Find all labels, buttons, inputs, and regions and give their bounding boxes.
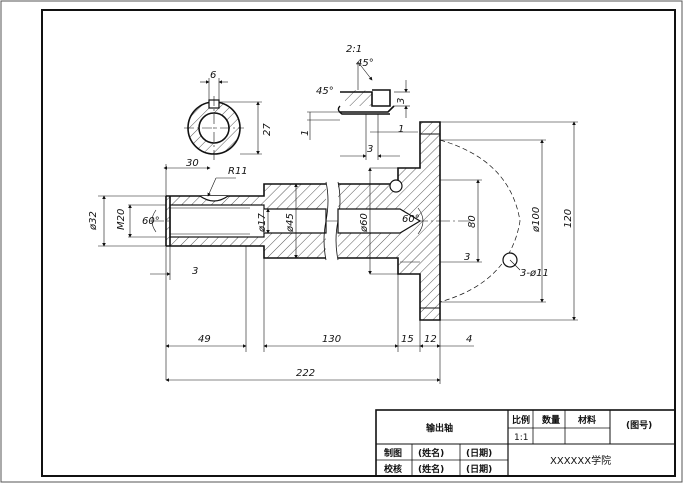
drawing-number: (图号) xyxy=(626,420,652,431)
part-name: 输出轴 xyxy=(426,422,453,434)
school-name: XXXXXX学院 xyxy=(550,454,611,467)
dim-detail-angle-left: 45° xyxy=(316,86,334,97)
dim-angle-60-right: 60° xyxy=(402,214,420,225)
dim-d45: ø45 xyxy=(285,213,296,233)
scale-value: 1:1 xyxy=(514,433,528,443)
dim-d32: ø32 xyxy=(88,211,99,231)
dim-len-80: 80 xyxy=(467,215,478,228)
dim-len-30: 30 xyxy=(186,158,199,169)
material-label: 材料 xyxy=(577,414,596,426)
checked-by-label: 校核 xyxy=(384,463,402,475)
dim-d17: ø17 xyxy=(257,213,268,233)
length-dims xyxy=(165,246,474,384)
drawn-name: (姓名) xyxy=(418,447,444,459)
dim-keyway-depth: 27 xyxy=(262,123,273,136)
keyway-section-view xyxy=(184,78,262,160)
dim-d60: ø60 xyxy=(359,213,370,233)
dim-m20: M20 xyxy=(116,209,127,230)
drawn-by-label: 制图 xyxy=(384,447,402,459)
dim-keyway-width: 6 xyxy=(210,70,216,81)
dim-len-12: 12 xyxy=(424,334,437,345)
dim-d100: ø100 xyxy=(531,207,542,233)
dim-detail-offset-right: 1 xyxy=(398,124,404,135)
dim-d120: 120 xyxy=(563,209,574,228)
left-diameter-dims xyxy=(98,164,236,247)
dim-detail-offset-left: 1 xyxy=(300,130,311,136)
dim-r11: R11 xyxy=(228,166,248,177)
dim-detail-depth: 3 xyxy=(396,98,407,104)
dim-gap-right: 3 xyxy=(464,252,470,263)
inner-frame xyxy=(41,9,676,477)
dim-detail-angle-top: 45° xyxy=(356,58,374,69)
gap-dims xyxy=(150,246,420,380)
checked-name: (姓名) xyxy=(418,463,444,475)
drawn-date: (日期) xyxy=(466,447,492,459)
dim-holes: 3-ø11 xyxy=(520,268,549,279)
scale-label: 比例 xyxy=(512,414,530,426)
shaft-main-view xyxy=(150,121,521,321)
groove-detail-view xyxy=(307,61,418,160)
dim-len-49: 49 xyxy=(198,334,211,345)
dim-len-222: 222 xyxy=(296,368,315,379)
dim-detail-width: 3 xyxy=(367,144,373,155)
quantity-label: 数量 xyxy=(542,414,560,426)
dim-gap-left: 3 xyxy=(192,266,198,277)
checked-date: (日期) xyxy=(466,463,492,475)
title-block-lines xyxy=(375,409,676,477)
inner-diameter-dims xyxy=(266,121,578,321)
detail-scale-label: 2:1 xyxy=(346,44,362,55)
dim-len-4: 4 xyxy=(466,334,472,345)
dim-angle-60-left: 60° xyxy=(142,216,160,227)
dim-len-15: 15 xyxy=(401,334,414,345)
dim-len-130: 130 xyxy=(322,334,341,345)
